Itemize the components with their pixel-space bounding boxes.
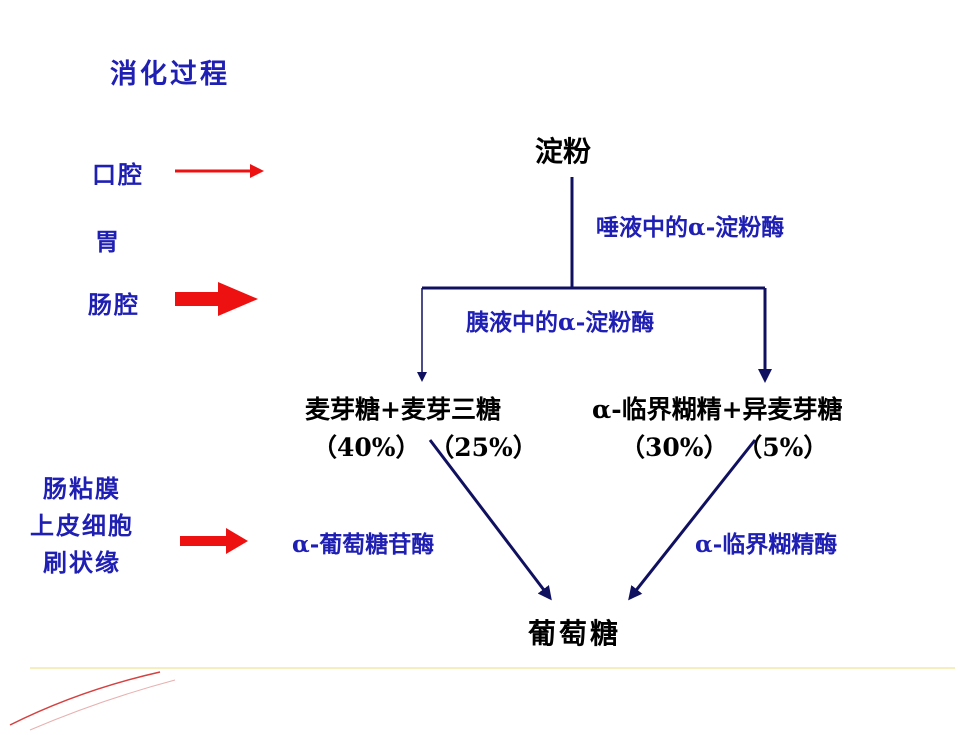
brush-border-arrow bbox=[180, 528, 248, 554]
brush-border-line-1: 肠粘膜 bbox=[43, 474, 121, 503]
site-brush-border-label: 肠粘膜 上皮细胞 刷状缘 bbox=[30, 470, 134, 581]
dextrinase-label: α-临界糊精酶 bbox=[695, 531, 838, 558]
mouth-arrow bbox=[175, 164, 264, 178]
site-mouth-label: 口腔 bbox=[92, 160, 144, 189]
glucose-node: 葡萄糖 bbox=[528, 617, 622, 650]
footer-swoosh bbox=[9, 671, 161, 726]
page-title: 消化过程 bbox=[110, 59, 230, 90]
dextrin-product-label: α-临界糊精+异麦芽糖 bbox=[592, 395, 843, 424]
dextrin-percent-label: （30%） （5%） bbox=[620, 433, 829, 462]
site-intestine-label: 肠腔 bbox=[88, 290, 140, 319]
brush-border-line-2: 上皮细胞 bbox=[30, 511, 134, 540]
starch-node: 淀粉 bbox=[535, 135, 592, 168]
brush-border-line-3: 刷状缘 bbox=[43, 548, 121, 577]
maltose-product-label: 麦芽糖+麦芽三糖 bbox=[305, 395, 501, 424]
footer-swoosh-shade bbox=[29, 679, 176, 731]
saliva-amylase-label: 唾液中的α-淀粉酶 bbox=[596, 214, 785, 241]
intestine-arrow bbox=[175, 282, 258, 316]
maltose-percent-label: （40%） （25%） bbox=[312, 433, 538, 462]
right-to-glucose-arrow bbox=[628, 439, 757, 601]
glucosidase-label: α-葡萄糖苷酶 bbox=[292, 531, 435, 558]
site-stomach-label: 胃 bbox=[95, 227, 121, 256]
left-to-glucose-arrow bbox=[428, 439, 552, 601]
pancreatic-amylase-label: 胰液中的α-淀粉酶 bbox=[466, 309, 655, 336]
